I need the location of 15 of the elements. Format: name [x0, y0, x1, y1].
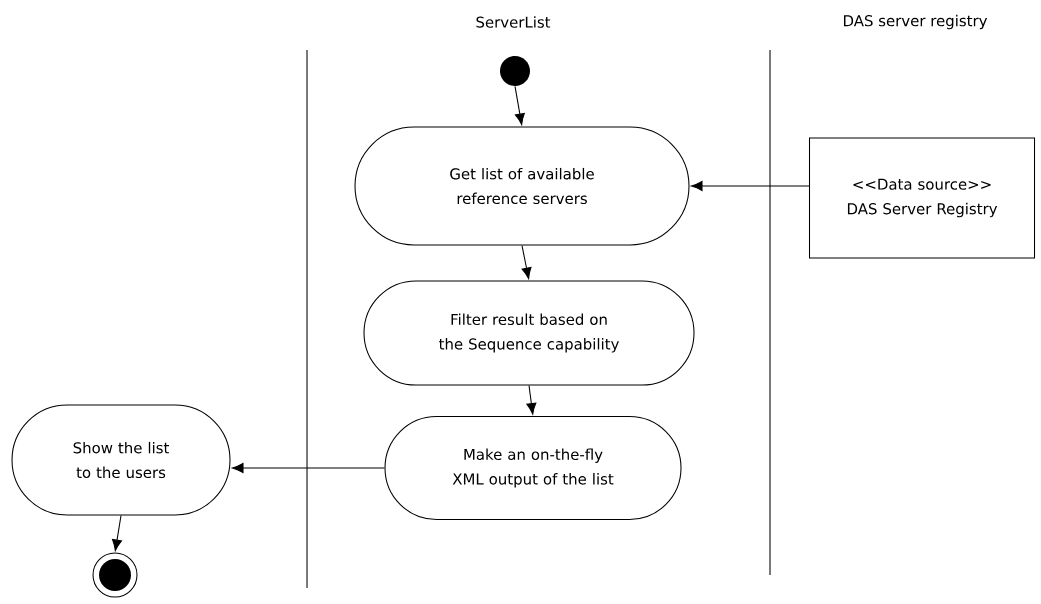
lane-title: DAS server registry — [844, 14, 988, 30]
arrow — [690, 180, 810, 192]
arrow — [521, 245, 532, 280]
final-node — [92, 552, 138, 598]
arrow — [231, 462, 385, 474]
arrow — [112, 515, 122, 552]
action-box: Filter result based on the Sequence capability — [363, 280, 695, 386]
object-box: <<Data source>> DAS Server Registry — [809, 137, 1036, 259]
action-box: Show the list to the users — [11, 404, 231, 516]
action-box: Make an on-the-fly XML output of the list — [384, 416, 682, 521]
arrow — [526, 385, 537, 415]
arrow — [514, 85, 525, 126]
initial-node — [500, 56, 530, 86]
action-box: Get list of available reference servers — [354, 126, 690, 246]
lane-title: ServerList — [476, 16, 551, 28]
